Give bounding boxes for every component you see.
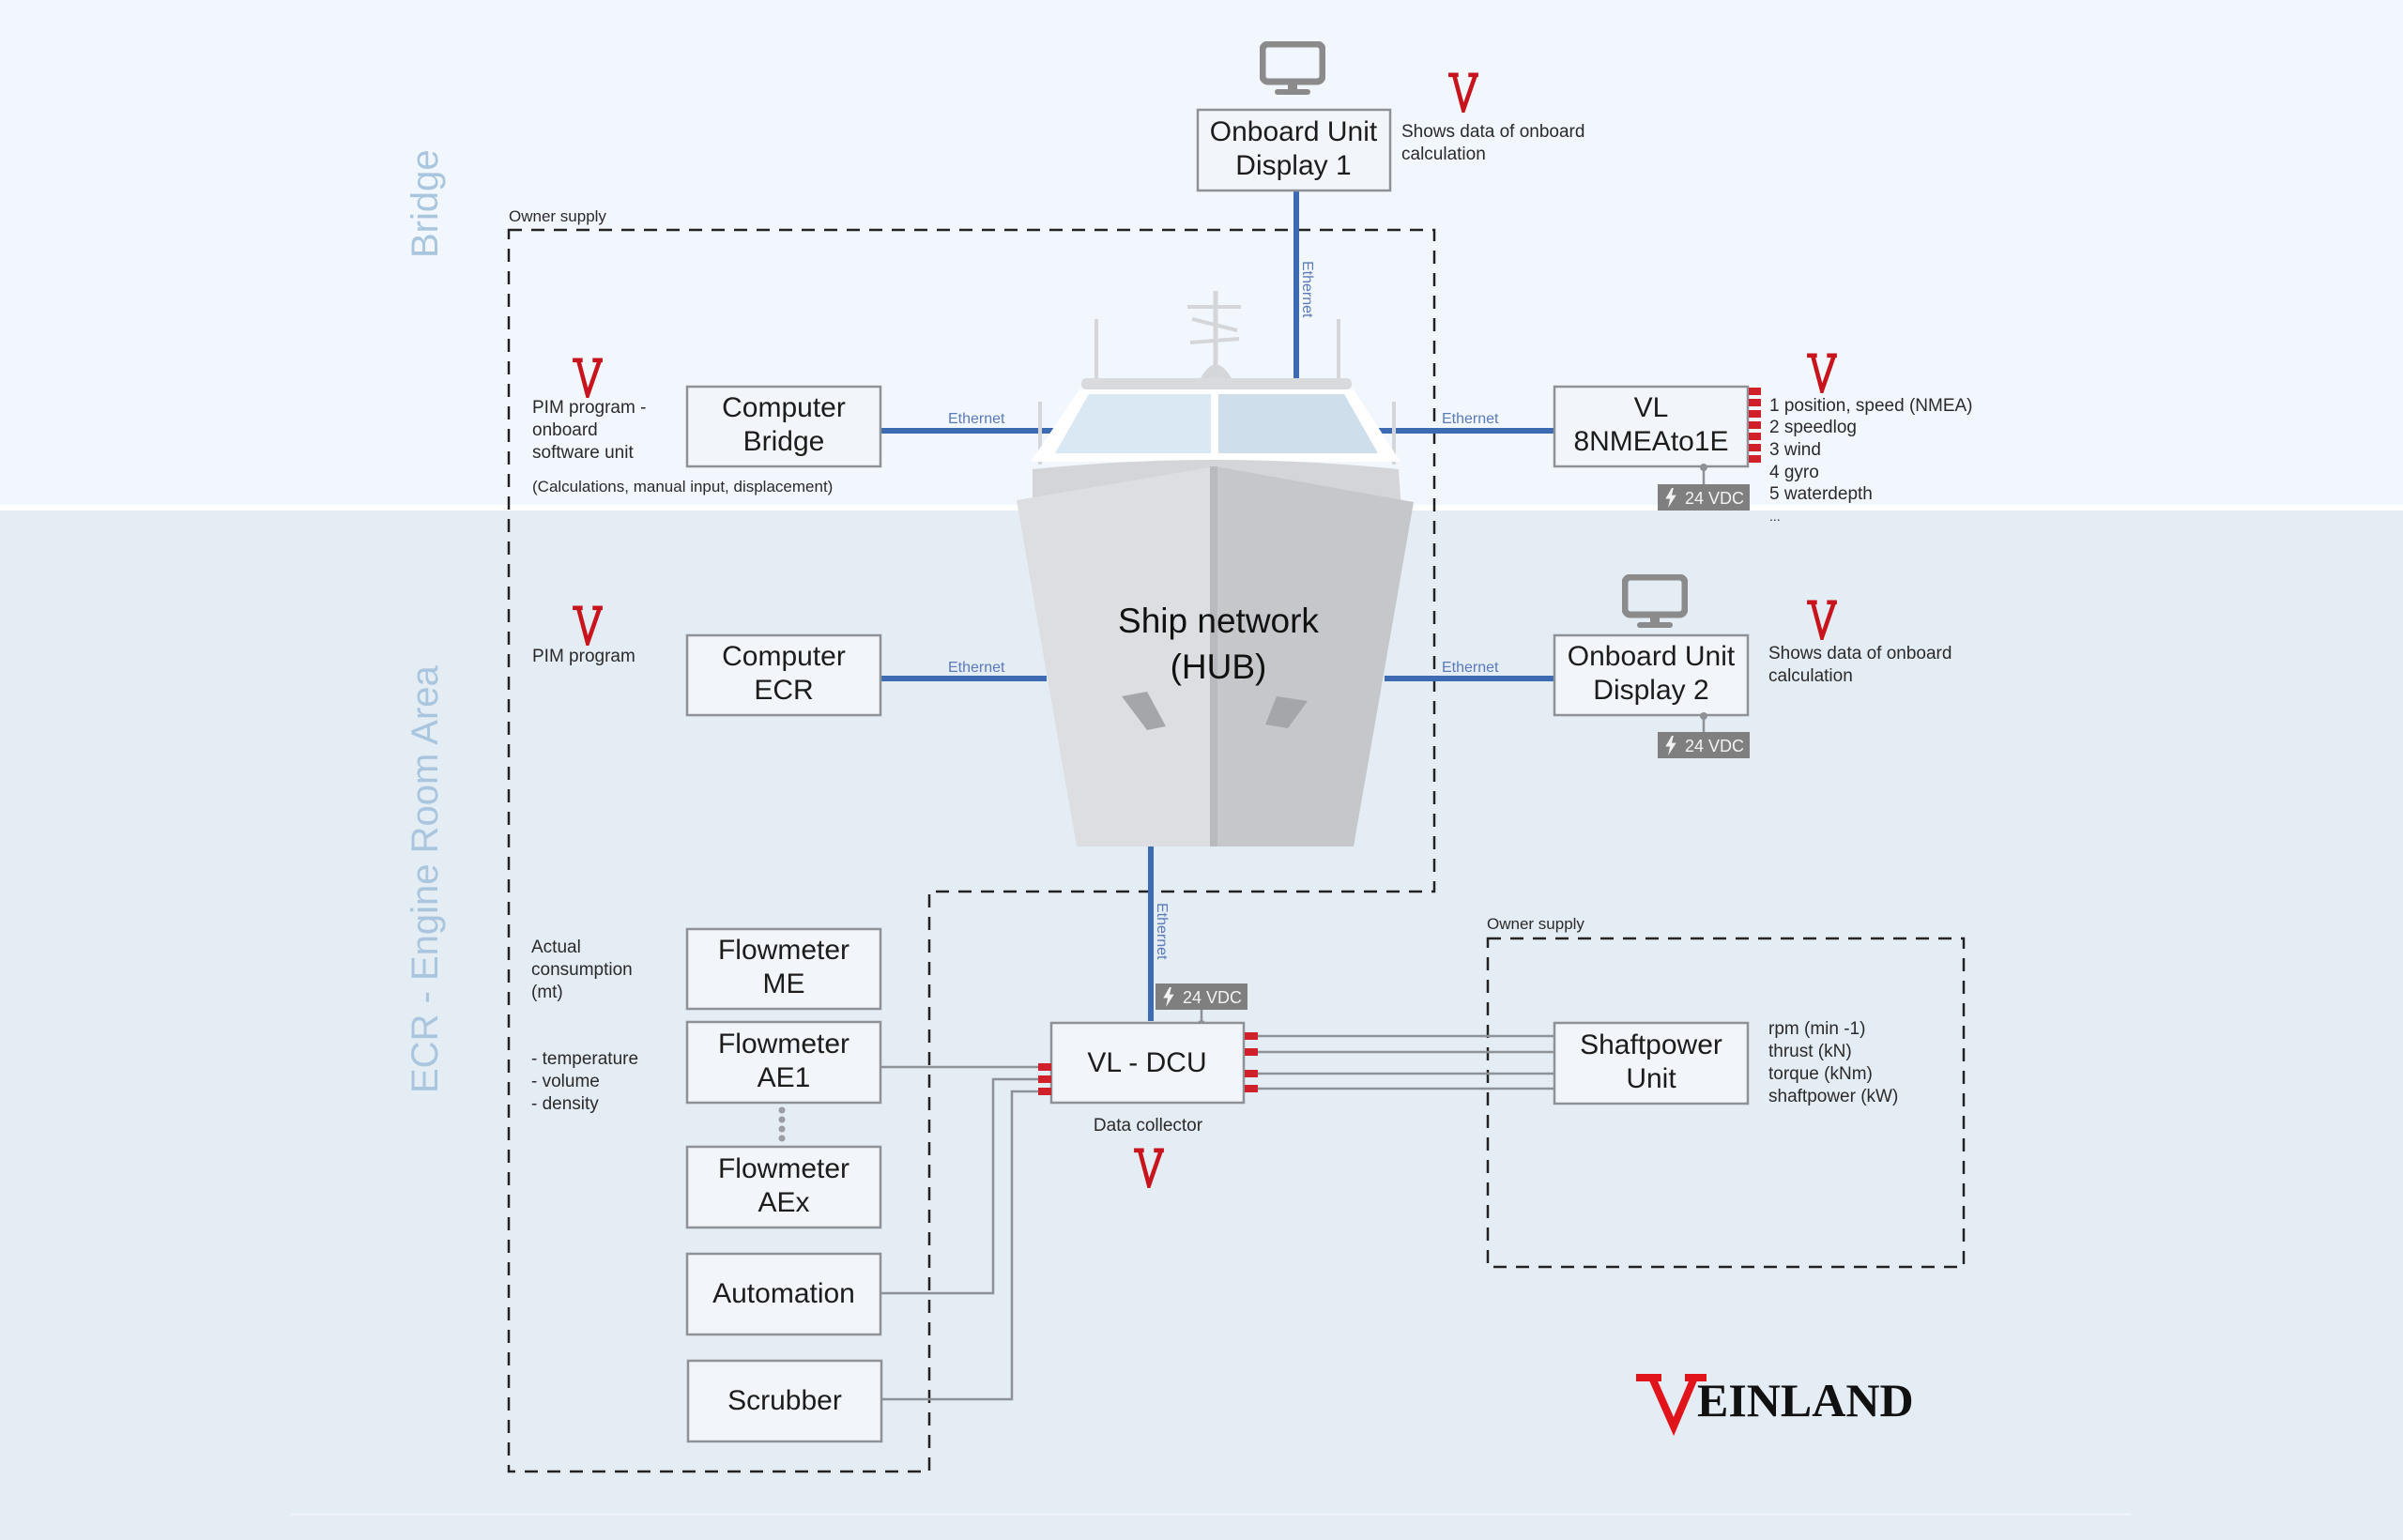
computer-bridge-line1: Computer <box>722 392 846 423</box>
owner-supply-label-shaft: Owner supply <box>1487 915 1584 933</box>
shaftpower-output-4: shaftpower (kW) <box>1768 1087 1898 1106</box>
flowmeter-ae1-line2: AE1 <box>758 1062 811 1093</box>
display2-note-line2: calculation <box>1768 666 1853 686</box>
node-dcu[interactable]: VL - DCU <box>1049 1021 1246 1105</box>
nmea-input-2: 2 speedlog <box>1769 418 1857 437</box>
ethernet-label-display2: Ethernet <box>1442 660 1499 676</box>
flowmeter-ae1-note-line1: - temperature <box>531 1049 638 1069</box>
nmea-power-badge: 24 VDC <box>1658 484 1750 511</box>
flowmeter-aex-line1: Flowmeter <box>718 1153 849 1184</box>
dcu-label: VL - DCU <box>1087 1047 1206 1078</box>
dcu-power-label: 24 VDC <box>1183 988 1242 1007</box>
owner-supply-boundary-shaft <box>1486 937 1966 1269</box>
node-nmea-converter[interactable]: VL 8NMEAto1E <box>1553 385 1750 468</box>
nmea-line1: VL <box>1634 392 1669 423</box>
flowmeter-me-note-line2: consumption <box>531 960 633 980</box>
flowmeter-ae1-note-line3: - density <box>531 1094 599 1114</box>
hub-title-line1: Ship network <box>1118 602 1319 640</box>
display2-power-badge: 24 VDC <box>1658 732 1750 758</box>
ethernet-label-dcu: Ethernet <box>1154 903 1170 960</box>
nmea-power-label: 24 VDC <box>1685 489 1744 508</box>
computer-bridge-line2: Bridge <box>743 426 825 457</box>
shaftpower-output-3: torque (kNm) <box>1768 1064 1873 1084</box>
shaftpower-line1: Shaftpower <box>1580 1029 1722 1060</box>
display2-power-node <box>1700 712 1707 720</box>
flowmeter-me-line1: Flowmeter <box>718 935 849 966</box>
shaftpower-output-2: thrust (kN) <box>1768 1042 1852 1061</box>
flowmeter-me-note-line3: (mt) <box>531 983 563 1002</box>
bottom-rule <box>291 1513 2131 1516</box>
display2-note-line1: Shows data of onboard <box>1768 644 1951 663</box>
dcu-note: Data collector <box>1094 1116 1203 1136</box>
hub-title-line2: (HUB) <box>1171 648 1267 686</box>
ethernet-label-computer-ecr: Ethernet <box>948 660 1005 676</box>
logo-v-icon <box>1636 1374 1707 1437</box>
node-flowmeter-aex[interactable]: Flowmeter AEx <box>685 1145 882 1229</box>
automation-label: Automation <box>712 1278 855 1309</box>
nmea-input-5: 5 waterdepth <box>1769 484 1873 504</box>
computer-ecr-note: PIM program <box>532 647 635 666</box>
computer-bridge-note-line1: PIM program - <box>532 398 646 418</box>
ellipsis-dots <box>778 1106 786 1142</box>
display2-power-label: 24 VDC <box>1685 737 1744 755</box>
flowmeter-aex-line2: AEx <box>758 1187 809 1218</box>
computer-bridge-note-line2: onboard <box>532 420 598 440</box>
ethernet-label-computer-bridge: Ethernet <box>948 411 1005 427</box>
node-display1[interactable]: Onboard Unit Display 1 <box>1196 108 1392 192</box>
node-flowmeter-ae1[interactable]: Flowmeter AE1 <box>685 1020 882 1105</box>
display2-line2: Display 2 <box>1593 675 1708 706</box>
nmea-power-node <box>1700 464 1707 471</box>
flowmeter-me-note-line1: Actual <box>531 938 581 957</box>
dcu-output-ports <box>1245 1032 1258 1092</box>
nmea-line2: 8NMEAto1E <box>1573 426 1728 457</box>
logo-text: EINLAND <box>1697 1374 1914 1426</box>
ethernet-label-nmea: Ethernet <box>1442 411 1499 427</box>
nmea-input-1: 1 position, speed (NMEA) <box>1769 396 1973 416</box>
node-computer-bridge[interactable]: Computer Bridge <box>685 385 882 468</box>
nmea-input-3: 3 wind <box>1769 440 1821 460</box>
computer-bridge-note-line3: software unit <box>532 443 634 463</box>
node-display2[interactable]: Onboard Unit Display 2 <box>1553 633 1750 717</box>
node-shaftpower[interactable]: Shaftpower Unit <box>1553 1021 1750 1105</box>
wire-automation-dcu <box>880 1077 1042 1295</box>
scrubber-label: Scrubber <box>727 1385 842 1416</box>
owner-supply-label-main: Owner supply <box>509 207 606 225</box>
display2-line1: Onboard Unit <box>1568 641 1736 672</box>
display1-line2: Display 1 <box>1235 150 1351 181</box>
nmea-input-4: 4 gyro <box>1769 463 1819 482</box>
wire-scrubber-dcu <box>881 1090 1042 1401</box>
node-flowmeter-me[interactable]: Flowmeter ME <box>685 927 882 1011</box>
nmea-input-more: ... <box>1769 509 1781 524</box>
display1-note-line2: calculation <box>1401 145 1486 164</box>
node-scrubber[interactable]: Scrubber <box>686 1359 883 1443</box>
section-label-bridge: Bridge <box>405 149 446 258</box>
ship-hub[interactable]: Ship network (HUB) <box>1017 291 1414 846</box>
nmea-input-ports <box>1749 388 1761 463</box>
computer-bridge-note-line4: (Calculations, manual input, displacemen… <box>532 478 833 496</box>
section-label-engine-room: ECR - Engine Room Area <box>405 664 446 1093</box>
veinland-logo: EINLAND <box>1636 1374 1914 1437</box>
shaftpower-line2: Unit <box>1626 1063 1676 1094</box>
ethernet-label-display1: Ethernet <box>1299 261 1315 318</box>
node-automation[interactable]: Automation <box>685 1252 882 1336</box>
dcu-power-badge: 24 VDC <box>1156 983 1247 1010</box>
node-computer-ecr[interactable]: Computer ECR <box>685 633 882 717</box>
computer-ecr-line2: ECR <box>754 675 813 706</box>
shaftpower-output-1: rpm (min -1) <box>1768 1019 1865 1039</box>
display1-note-line1: Shows data of onboard <box>1401 122 1584 142</box>
flowmeter-ae1-note-line2: - volume <box>531 1072 600 1091</box>
flowmeter-ae1-line1: Flowmeter <box>718 1029 849 1060</box>
dcu-input-ports <box>1038 1063 1051 1095</box>
owner-supply-boundary-main <box>507 228 1436 1473</box>
computer-ecr-line1: Computer <box>722 641 846 672</box>
display1-line1: Onboard Unit <box>1210 116 1378 147</box>
flowmeter-me-line2: ME <box>763 968 805 999</box>
